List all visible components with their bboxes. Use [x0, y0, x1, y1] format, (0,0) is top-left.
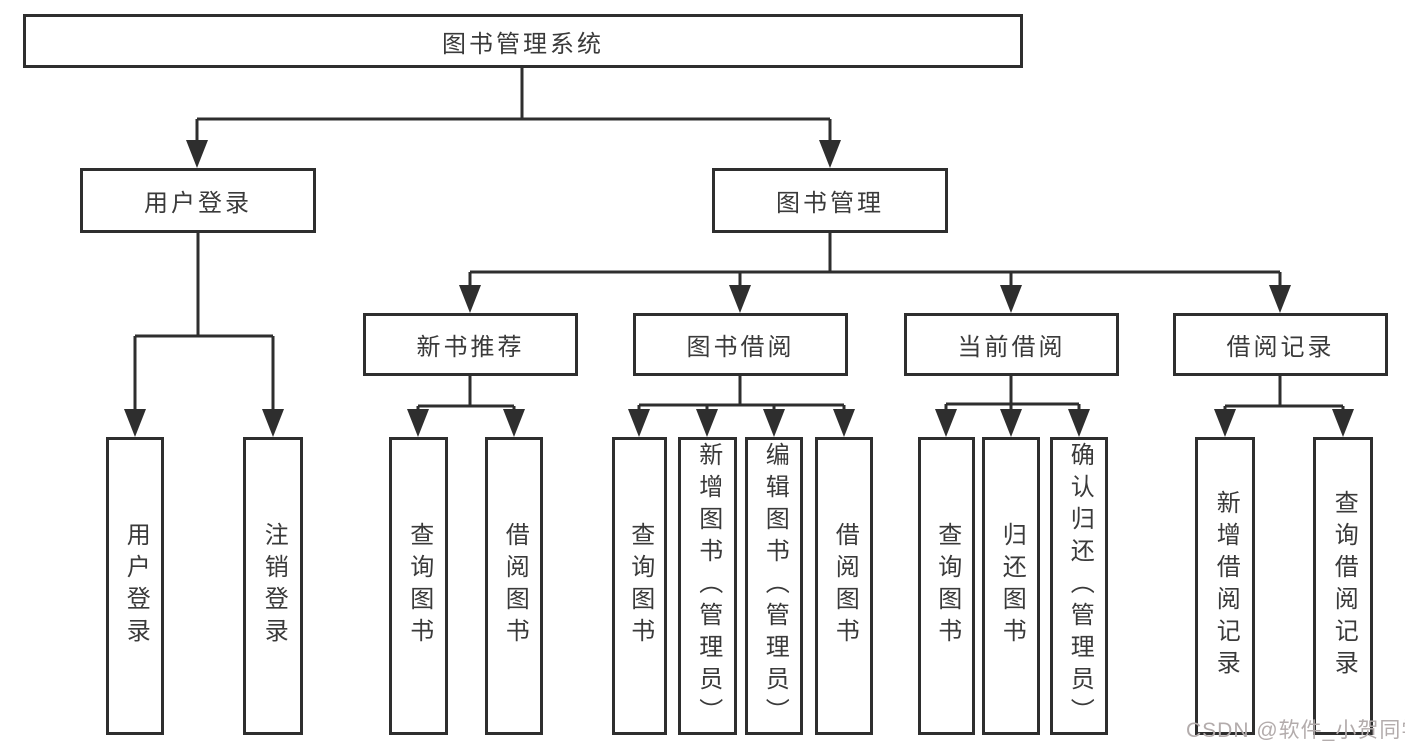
leaf-add-books-admin: 新增图书（管理员） — [678, 437, 737, 735]
node-current-borrowing: 当前借阅 — [904, 313, 1119, 376]
leaf-query-borrow-record: 查询借阅记录 — [1313, 437, 1373, 735]
node-label: 当前借阅 — [957, 334, 1066, 361]
leaf-add-borrow-record: 新增借阅记录 — [1195, 437, 1255, 735]
node-book-management: 图书管理 — [712, 168, 948, 233]
node-borrowing-records: 借阅记录 — [1173, 313, 1388, 376]
leaf-borrow-books-recommend: 借阅图书 — [485, 437, 543, 735]
leaf-label: 查询图书 — [405, 522, 433, 650]
node-user-login: 用户登录 — [80, 168, 316, 233]
leaf-label: 查询借阅记录 — [1330, 490, 1358, 682]
leaf-label: 新增图书（管理员） — [694, 442, 722, 730]
node-label: 图书借阅 — [686, 334, 795, 361]
node-label: 图书管理系统 — [442, 30, 604, 58]
node-label: 借阅记录 — [1226, 334, 1335, 361]
leaf-edit-books-admin: 编辑图书（管理员） — [745, 437, 803, 735]
leaf-label: 归还图书 — [998, 522, 1026, 650]
node-label: 图书管理 — [776, 190, 884, 217]
node-new-book-recommendation: 新书推荐 — [363, 313, 578, 376]
node-book-borrowing: 图书借阅 — [633, 313, 848, 376]
node-label: 新书推荐 — [416, 334, 525, 361]
leaf-label: 借阅图书 — [831, 522, 859, 650]
leaf-label: 借阅图书 — [501, 522, 529, 650]
leaf-confirm-return-admin: 确认归还（管理员） — [1050, 437, 1108, 735]
leaf-label: 确认归还（管理员） — [1066, 442, 1094, 730]
leaf-label: 用户登录 — [122, 522, 150, 650]
leaf-logout: 注销登录 — [243, 437, 303, 735]
leaf-label: 注销登录 — [260, 522, 288, 650]
leaf-return-books: 归还图书 — [982, 437, 1040, 735]
leaf-query-books-current: 查询图书 — [918, 437, 975, 735]
leaf-label: 查询图书 — [933, 522, 961, 650]
leaf-borrow-books: 借阅图书 — [815, 437, 873, 735]
node-label: 用户登录 — [144, 190, 252, 217]
leaf-label: 新增借阅记录 — [1212, 490, 1240, 682]
watermark: CSDN @软件_小贺同学 — [1186, 719, 1405, 742]
node-library-management-system: 图书管理系统 — [23, 14, 1023, 68]
leaf-user-login: 用户登录 — [106, 437, 164, 735]
leaf-query-books-borrow: 查询图书 — [612, 437, 667, 735]
leaf-label: 编辑图书（管理员） — [761, 442, 789, 730]
leaf-label: 查询图书 — [626, 522, 654, 650]
leaf-query-books-recommend: 查询图书 — [389, 437, 448, 735]
